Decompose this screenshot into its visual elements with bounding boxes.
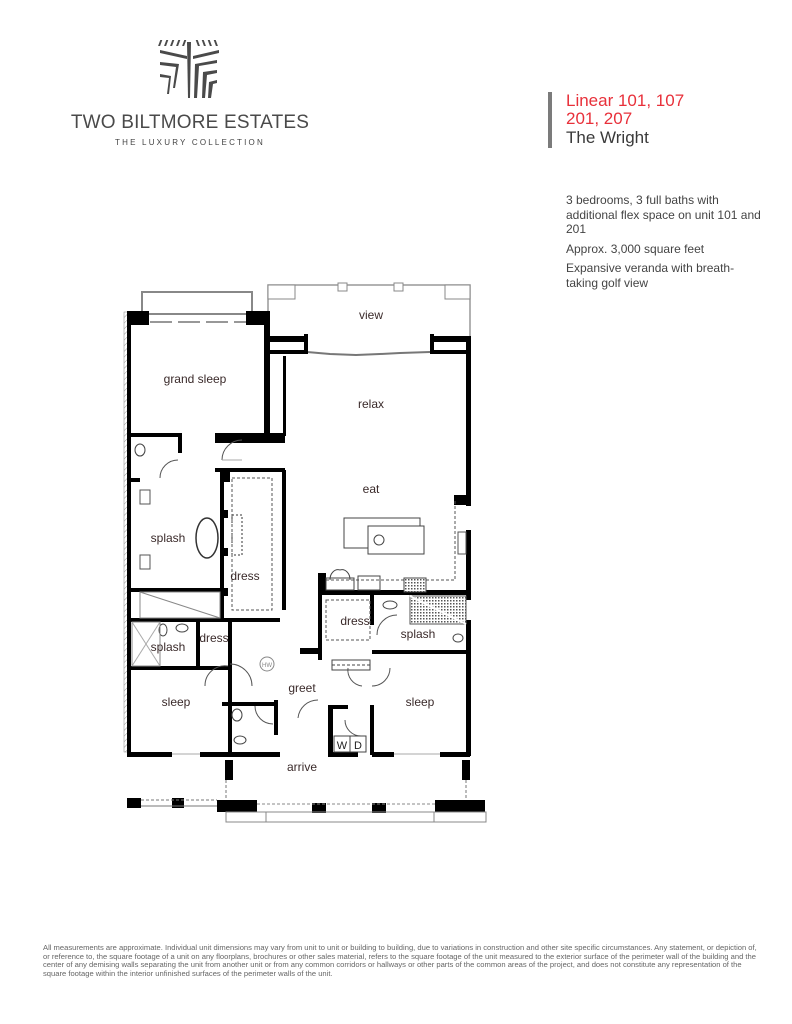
accent-bar — [548, 92, 552, 148]
water-heater-label: HW — [262, 663, 272, 669]
features-list: 3 bedrooms, 3 full baths with additional… — [566, 193, 766, 295]
legal-disclaimer: All measurements are approximate. Indivi… — [43, 943, 757, 978]
room-label-splash-right: splash — [401, 627, 436, 641]
brand-tagline: THE LUXURY COLLECTION — [115, 138, 265, 147]
room-label-sleep-right: sleep — [406, 695, 435, 709]
room-label-view: view — [359, 308, 383, 322]
room-label-dress-left: dress — [199, 631, 228, 645]
dryer-label: D — [354, 740, 362, 752]
unit-header: Linear 101, 107 201, 207 The Wright — [548, 92, 684, 148]
feature-item: Expansive veranda with breath-taking gol… — [566, 261, 735, 290]
room-label-grand-sleep: grand sleep — [164, 372, 227, 386]
unit-numbers-line2: 201, 207 — [566, 109, 633, 128]
unit-model-name: The Wright — [566, 128, 649, 147]
floor-plan: HW W D view grand sleep relax eat splash… — [123, 282, 487, 823]
feature-item: 3 bedrooms, 3 full baths with additional… — [566, 193, 761, 236]
room-label-sleep-left: sleep — [162, 695, 191, 709]
room-label-eat: eat — [363, 482, 380, 496]
brand-name: TWO BILTMORE ESTATES — [70, 112, 310, 133]
room-label-dress-master: dress — [230, 569, 259, 583]
room-label-greet: greet — [288, 681, 316, 695]
room-label-splash-left: splash — [151, 640, 186, 654]
washer-label: W — [337, 740, 348, 752]
room-label-splash-master: splash — [151, 531, 186, 545]
feature-item: Approx. 3,000 square feet — [566, 241, 705, 256]
biltmore-emblem-icon — [158, 40, 219, 98]
room-label-arrive: arrive — [287, 760, 317, 774]
unit-numbers-line1: Linear 101, 107 — [566, 91, 685, 110]
brand-logo: TWO BILTMORE ESTATES THE LUXURY COLLECTI… — [60, 38, 320, 147]
room-label-relax: relax — [358, 397, 384, 411]
room-label-dress-right: dress — [340, 614, 369, 628]
